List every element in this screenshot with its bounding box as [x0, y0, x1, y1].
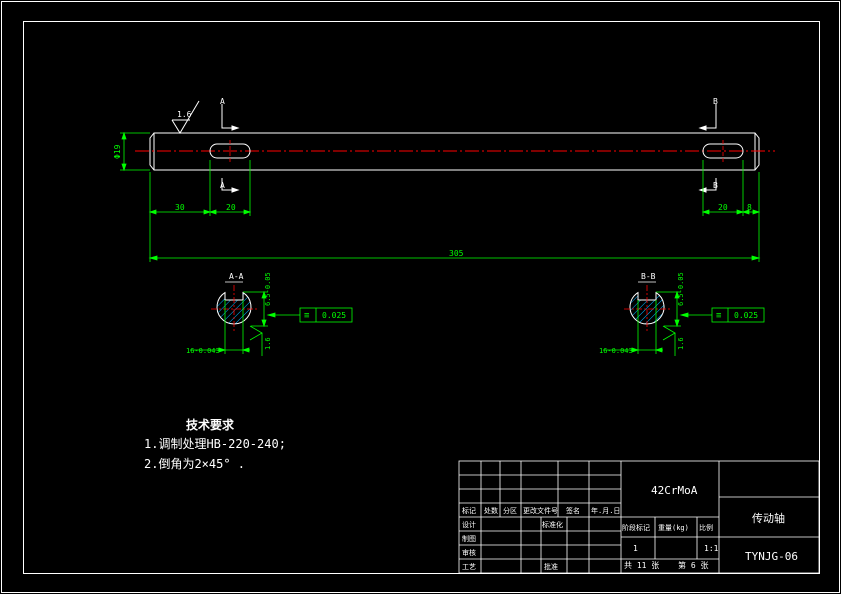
tb-role-review: 审核 — [462, 548, 476, 557]
section-b-width: 16-0.043 — [599, 347, 633, 355]
tb-scale-value: 1:1 — [704, 544, 719, 553]
section-b-tol-value: 0.025 — [734, 311, 758, 320]
tb-role-draw: 制图 — [462, 534, 476, 543]
tb-material: 42CrMoA — [651, 484, 698, 497]
section-b-tol-symbol: ≡ — [716, 311, 722, 321]
section-b-title: B-B — [641, 272, 656, 281]
tech-item-2: 2.倒角为2×45° . — [144, 457, 245, 471]
section-b-roughness: 1.6 — [677, 337, 685, 350]
tb-part-name: 传动轴 — [752, 511, 785, 525]
marker-b-top: B — [713, 97, 718, 106]
section-a-roughness: 1.6 — [264, 337, 272, 350]
section-b-depth: 6.5-0.05 — [677, 272, 685, 306]
tech-item-1: 1.调制处理HB-220-240; — [144, 437, 286, 451]
dim-total-length: 305 — [449, 249, 464, 258]
marker-a-top: A — [220, 97, 225, 106]
marker-b-bottom: B — [713, 181, 718, 190]
tb-drawing-no: TYNJG-06 — [745, 550, 798, 563]
tb-stage-value: 1 — [633, 544, 638, 553]
shaft-main-view — [135, 132, 775, 171]
dim-left-offset: 30 — [175, 203, 185, 212]
section-a-depth: 6.5-0.05 — [264, 272, 272, 306]
tb-hdr-sign: 签名 — [566, 506, 580, 515]
marker-a-bottom: A — [220, 181, 225, 190]
tb-role-process: 工艺 — [462, 563, 476, 571]
roughness-symbol-main — [171, 100, 200, 134]
tb-hdr-date: 年.月.日 — [591, 506, 620, 515]
tb-weight-label: 重量(kg) — [658, 524, 689, 532]
dim-diameter: Φ19 — [113, 144, 122, 159]
tb-role-design: 设计 — [462, 520, 476, 529]
tb-hdr-mark: 标记 — [462, 506, 476, 515]
tb-sheet-no: 第 6 张 — [678, 560, 708, 570]
tb-stage-label: 阶段标记 — [622, 523, 650, 532]
tb-sheets-total: 共 11 张 — [624, 561, 659, 570]
dim-right-key: 20 — [718, 203, 728, 212]
dimension-lines — [120, 131, 761, 262]
section-a-width: 16-0.043 — [186, 347, 220, 355]
title-block — [458, 460, 820, 574]
tb-hdr-zone: 分区 — [503, 506, 517, 515]
tb-hdr-docno: 更改文件号 — [523, 506, 558, 515]
tech-title: 技术要求 — [186, 417, 235, 432]
section-a-title: A-A — [229, 272, 244, 281]
roughness-value-main: 1.6 — [177, 110, 192, 119]
dim-right-offset: 8 — [747, 203, 752, 212]
section-markers — [221, 104, 717, 193]
section-b: B-B 6.5-0.05 16-0.043 1.6 — [599, 272, 765, 356]
tb-scale-label: 比例 — [699, 523, 713, 532]
section-a-tol-symbol: ≡ — [304, 311, 310, 321]
inner-border — [23, 21, 820, 574]
section-a: A-A 6.5-0.05 16-0.043 1.6 — [186, 272, 353, 356]
dim-left-key: 20 — [226, 203, 236, 212]
tb-standardize: 标准化 — [542, 520, 563, 529]
tb-hdr-count: 处数 — [484, 506, 498, 515]
section-a-tol-value: 0.025 — [322, 311, 346, 320]
tb-approve: 批准 — [544, 562, 558, 571]
